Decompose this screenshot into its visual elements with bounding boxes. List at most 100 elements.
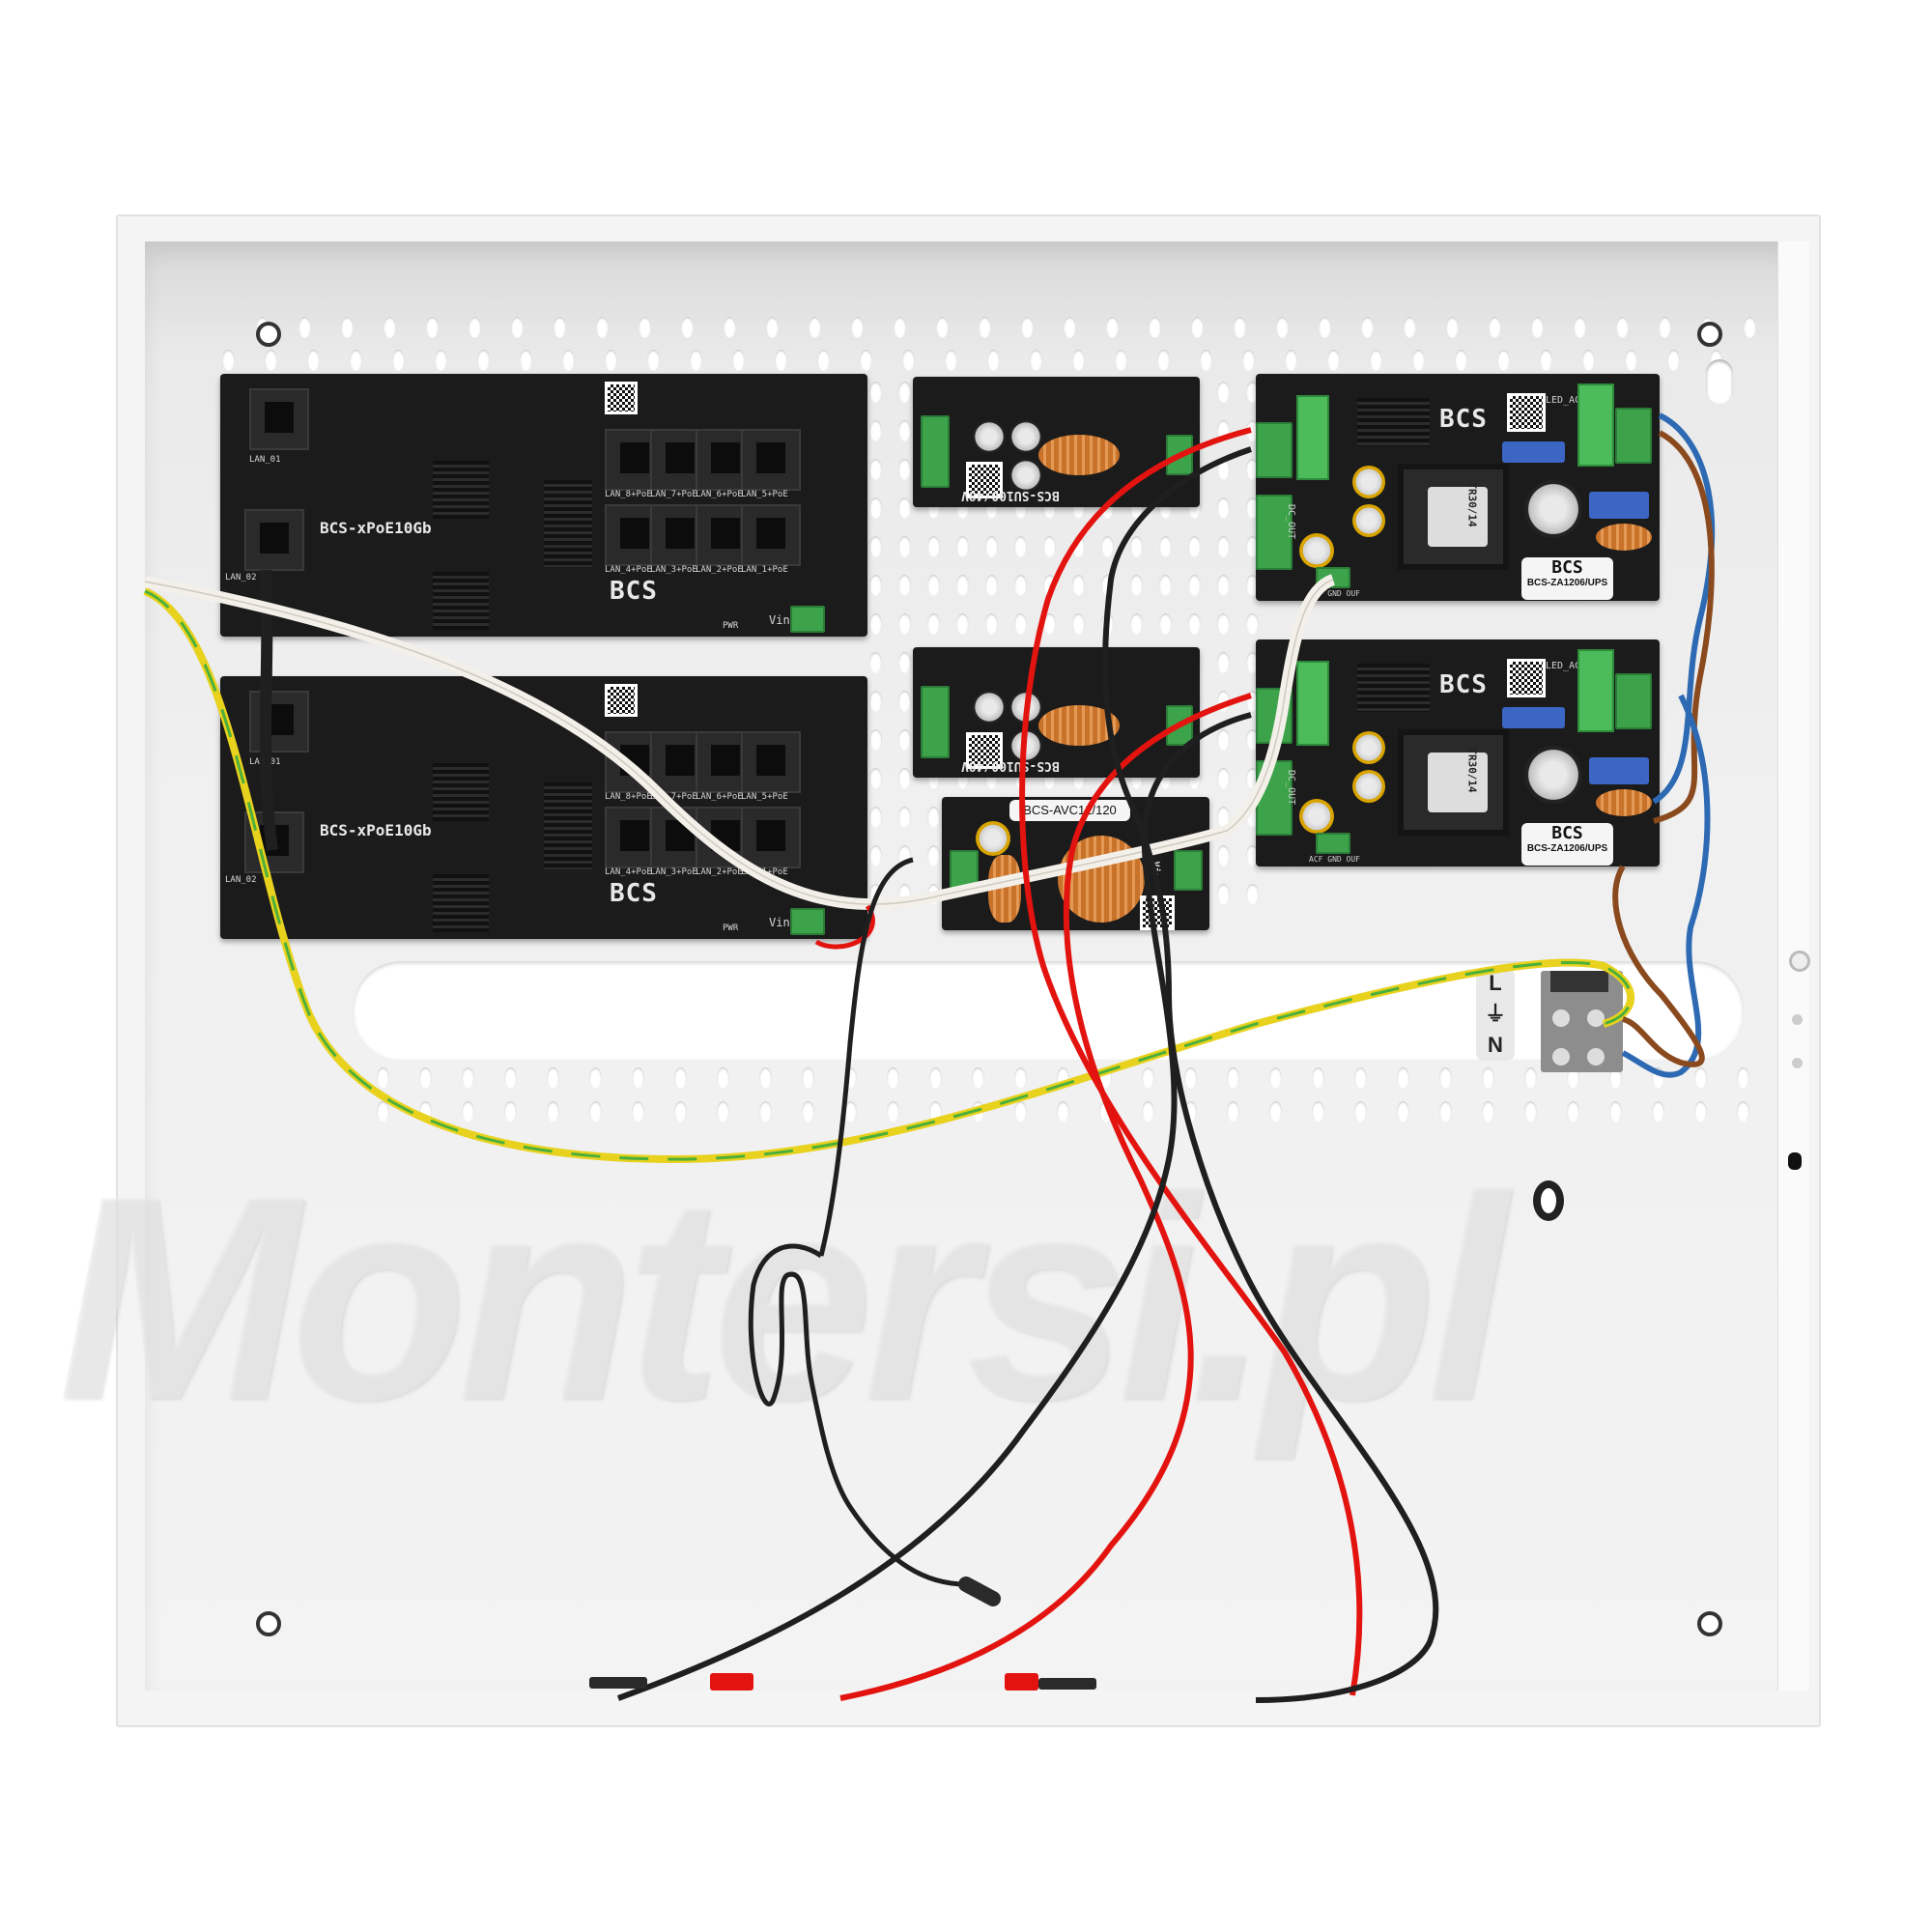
vent-hole [1285,350,1297,371]
vent-hole [927,845,940,867]
regulator-heatsink [1357,664,1430,712]
emi-choke [1596,789,1652,816]
vent-hole [972,1067,984,1089]
vent-hole [985,536,998,557]
vent-hole [1043,613,1056,635]
vout-terminal [921,686,950,758]
vent-hole [898,729,911,751]
qr-code [1507,659,1546,697]
vent-hole [732,350,745,371]
x-capacitor [1589,492,1649,519]
acf-signal-terminal [1316,833,1350,854]
vin-label: Vin [769,916,790,929]
vent-hole [1159,613,1172,635]
battery-terminal [1256,422,1293,478]
vent-hole [596,317,609,338]
regulator-heatsink [1357,398,1430,446]
vent-hole [985,575,998,596]
vent-hole [1582,350,1595,371]
vent-hole [1217,729,1230,751]
vent-hole [1057,1101,1069,1122]
poe-port-label: LAN_8+PoE [605,490,652,499]
vent-hole [1246,575,1259,596]
signal-label: ACF GND OUF [1309,589,1360,598]
vent-hole [469,317,481,338]
vent-hole [929,1067,942,1089]
vent-hole [894,317,906,338]
vent-hole [898,575,911,596]
poe-port-label: LAN_5+PoE [741,792,788,802]
vent-hole [1482,1101,1494,1122]
ups-power-supply-1: DC_OUT BCS LED_AC TR30/14 ACF GND OUF BC… [1256,374,1660,601]
vent-hole [817,350,830,371]
led-ac-label: LED_AC [1546,395,1581,406]
vent-hole [1217,884,1230,905]
dc-converter-board-2: BCS-SU100/48V [913,647,1200,778]
poe-port-label: LAN_3+PoE [650,565,697,575]
signal-label: ACF GND OUF [1309,855,1360,864]
vent-hole [462,1067,474,1089]
vent-hole [1246,729,1259,751]
vent-hole [898,497,911,519]
vent-hole [647,350,660,371]
heatsink [433,874,489,932]
mains-polarity-label: L ⏚ N [1476,968,1515,1061]
fuse-f1 [1577,649,1614,732]
vent-hole [426,317,439,338]
vent-hole [1737,1067,1749,1089]
brand-logo: BCS [1551,823,1583,843]
vent-hole [1217,536,1230,557]
vent-hole [589,1067,602,1089]
mounting-hole [1697,322,1722,347]
brand-logo: BCS [1551,557,1583,578]
vent-hole [547,1101,559,1122]
poe-port-label: LAN_5+PoE [741,490,788,499]
main-chip-heatsink [544,782,592,869]
vent-hole [1312,1101,1324,1122]
vent-hole [1106,317,1119,338]
led-ac-label: LED_AC [1546,661,1581,671]
vent-hole [547,1067,559,1089]
vent-hole [775,350,787,371]
vent-hole [1072,350,1085,371]
heatsink [433,763,489,821]
live-label: L [1489,971,1502,995]
vent-hole [1361,317,1374,338]
vent-hole [898,382,911,403]
ac-input-terminal [1615,408,1652,464]
poe-port-label: LAN_3+PoE [650,867,697,877]
vin-terminal [790,606,825,633]
vent-hole [985,613,998,635]
vent-hole [1737,1101,1749,1122]
vent-hole [1455,350,1467,371]
dc-converter-board-1: BCS-SU100/48V [913,377,1200,507]
vent-hole [520,350,532,371]
product-label: BCS BCS-ZA1206/UPS [1521,557,1613,600]
vent-hole [956,575,969,596]
vent-hole [1242,350,1255,371]
vent-hole [1246,459,1259,480]
vent-hole [1404,317,1416,338]
vent-hole [1184,1067,1197,1089]
rail-screw [1792,1058,1803,1068]
vent-hole [419,1067,432,1089]
vent-hole [766,317,779,338]
vent-hole [632,1101,644,1122]
vent-hole [674,1101,687,1122]
vent-hole [1217,652,1230,673]
capacitor [973,420,1006,453]
vent-hole [956,536,969,557]
vent-hole [1130,613,1143,635]
vent-hole [1246,613,1259,635]
vent-hole [1327,350,1340,371]
capacitor [1352,731,1385,764]
vent-hole [869,382,882,403]
vent-hole [887,1067,899,1089]
vin-label: Vin [769,613,790,627]
vent-hole [898,459,911,480]
vin-terminal [790,908,825,935]
vent-hole [869,575,882,596]
vent-hole [477,350,490,371]
qr-code [966,732,1003,769]
port-label: LAN_02 [225,573,257,582]
